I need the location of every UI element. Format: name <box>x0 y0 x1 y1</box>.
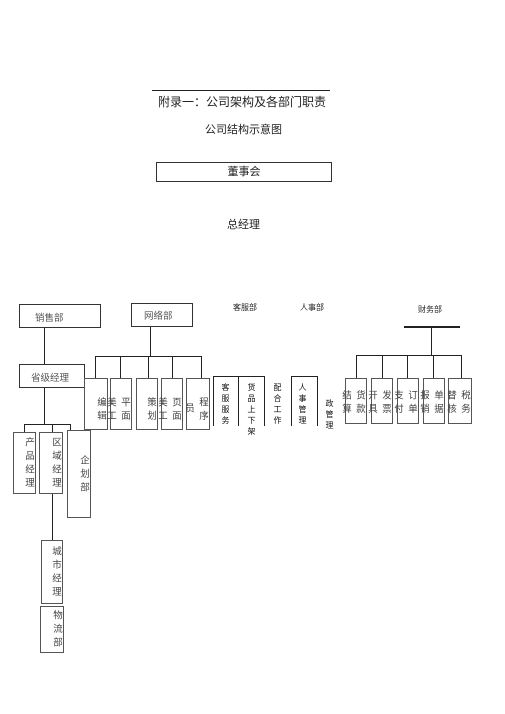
hr-sub-admin: 政管理 <box>325 399 334 432</box>
connector <box>291 376 292 426</box>
general-manager-label: 总经理 <box>227 218 260 231</box>
network-sub-graphic-design: 平面美工 <box>105 378 132 430</box>
connector <box>291 376 317 377</box>
finance-sub-tax-review: 税务替核 <box>445 378 472 424</box>
network-sub-planning: 策划 <box>136 378 158 430</box>
connector <box>120 356 121 378</box>
finance-sub-invoicing: 发票开具 <box>366 378 393 424</box>
connector <box>356 355 462 356</box>
connector <box>431 326 432 355</box>
connector <box>95 356 96 378</box>
connector <box>356 355 357 378</box>
connector <box>52 494 53 540</box>
network-dept-box: 网络部 <box>131 303 193 327</box>
planning-dept-box: 企划部 <box>67 430 91 518</box>
province-manager-label: 省级经理 <box>31 373 70 384</box>
connector <box>201 356 202 378</box>
connector <box>148 356 149 378</box>
board-box: 董事会 <box>156 162 332 182</box>
connector <box>461 355 462 378</box>
connector <box>382 355 383 378</box>
connector <box>70 424 71 430</box>
network-sub-editor: 编辑 <box>84 378 108 430</box>
connector <box>264 376 265 426</box>
connector <box>24 424 70 425</box>
product-manager-box: 产品经理 <box>13 432 36 494</box>
connector <box>238 376 239 426</box>
network-sub-programmer: 程序员 <box>183 378 210 430</box>
network-sub-page-design: 页面美工 <box>156 378 183 430</box>
connector <box>24 424 25 432</box>
finance-sub-order-payment: 订单支付 <box>392 378 419 424</box>
finance-sub-reimbursement: 单据报销 <box>418 378 445 424</box>
board-label: 董事会 <box>227 165 261 178</box>
customer-sub-shelving: 货品上下架 <box>247 383 256 438</box>
finance-dept-underline <box>404 326 460 328</box>
network-dept-label: 网络部 <box>144 311 173 322</box>
province-manager-box: 省级经理 <box>19 364 85 388</box>
sales-dept-box: 销售部 <box>19 304 101 328</box>
page-heading: 附录一：公司架构及各部门职责 <box>158 95 327 109</box>
city-manager-box: 城市经理 <box>41 540 63 604</box>
logistics-dept-box: 物流部 <box>40 606 64 653</box>
connector <box>213 376 265 377</box>
customer-sub-service: 客服服务 <box>221 383 230 427</box>
connector <box>213 376 214 426</box>
heading-rule <box>152 90 330 91</box>
finance-sub-payment-settlement: 货款结算 <box>340 378 367 424</box>
connector <box>150 327 151 356</box>
chart-subtitle: 公司结构示意图 <box>205 123 282 136</box>
hr-sub-personnel: 人事管理 <box>298 383 307 427</box>
connector <box>52 424 53 432</box>
sales-dept-label: 销售部 <box>35 313 64 324</box>
connector <box>44 388 45 424</box>
connector <box>44 328 45 364</box>
region-manager-box: 区域经理 <box>39 432 63 494</box>
customer-dept-label: 客服部 <box>233 303 257 312</box>
connector <box>172 356 173 378</box>
connector <box>407 355 408 378</box>
connector <box>317 376 318 426</box>
finance-dept-label: 财务部 <box>418 305 442 314</box>
hr-dept-label: 人事部 <box>300 303 324 312</box>
hr-sub-coordination: 配合工作 <box>273 383 282 427</box>
connector <box>433 355 434 378</box>
